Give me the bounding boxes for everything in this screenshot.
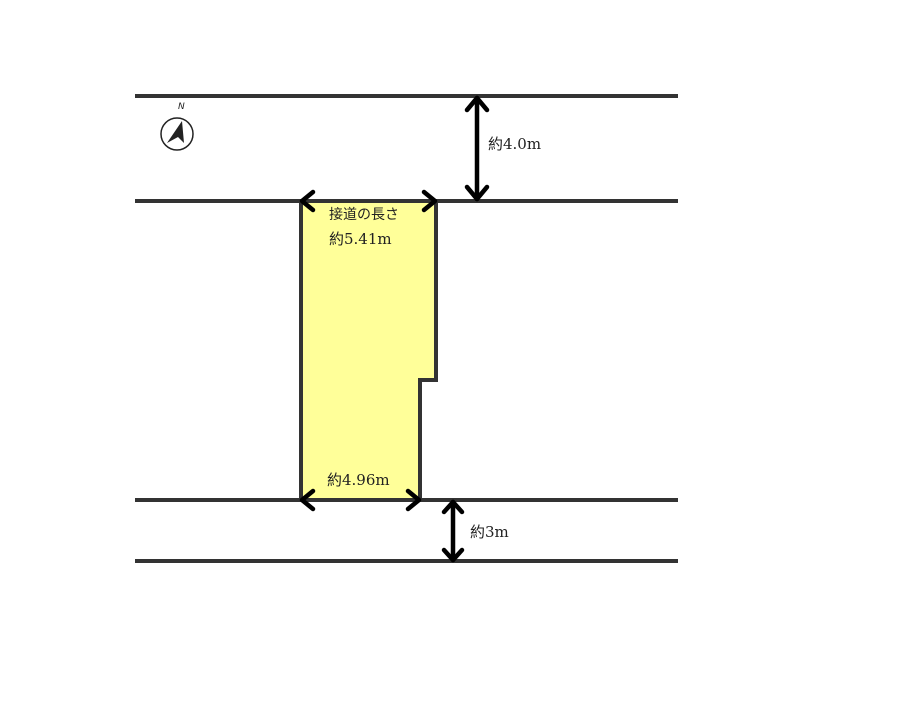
south-frontage-label: 約4.96m [327,471,390,489]
south-frontage-arrow-heads [299,488,422,512]
frontage-length-label: 約5.41m [329,230,392,248]
south-road-width-arrow [441,499,465,563]
north-arrow-icon [160,117,194,151]
south-road-width-label: 約3m [470,523,509,541]
north-road-width-label: 約4.0m [488,135,542,153]
frontage-title-label: 接道の長さ [329,207,399,223]
frontage-arrow-heads [299,189,438,213]
compass-north-label: N [178,102,185,112]
north-road-width-arrow [464,95,490,202]
